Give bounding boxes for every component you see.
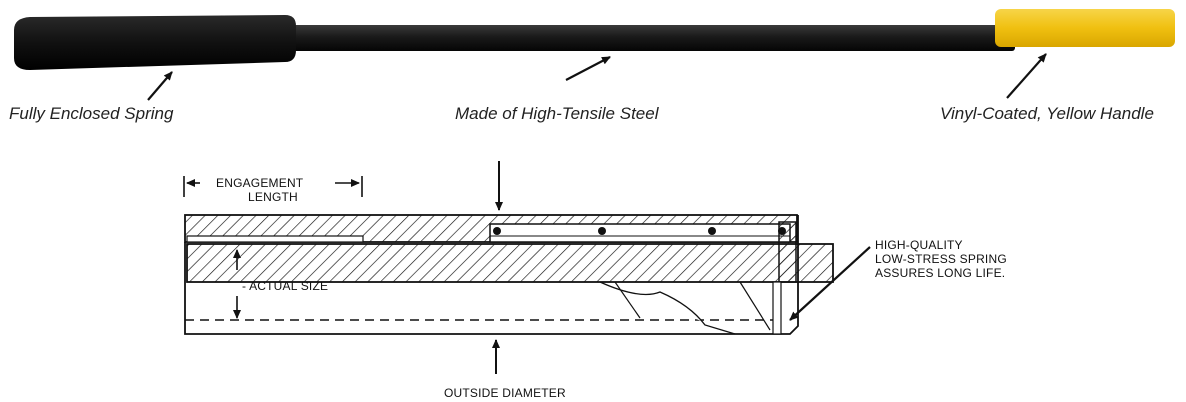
caption-enclosed-spring: Fully Enclosed Spring bbox=[9, 104, 174, 123]
yellow-handle bbox=[995, 9, 1175, 47]
cross-section-diagram bbox=[183, 161, 871, 374]
caption-yellow-handle: Vinyl-Coated, Yellow Handle bbox=[940, 104, 1154, 123]
label-outside-diameter: OUTSIDE DIAMETER bbox=[444, 386, 566, 400]
tool-grip bbox=[14, 15, 296, 70]
label-length: LENGTH bbox=[248, 190, 298, 204]
caption-high-tensile-steel: Made of High-Tensile Steel bbox=[455, 104, 659, 123]
steel-pointer-arrow bbox=[565, 56, 611, 81]
label-engagement: ENGAGEMENT bbox=[216, 176, 304, 190]
spring-pointer-arrow bbox=[147, 71, 173, 101]
tool-photo bbox=[14, 9, 1175, 101]
label-actual-size: - ACTUAL SIZE bbox=[242, 279, 329, 293]
spring-callout-arrow bbox=[789, 246, 871, 321]
tool-shaft bbox=[280, 25, 1015, 51]
label-spring-note: HIGH-QUALITY LOW-STRESS SPRING ASSURES L… bbox=[875, 238, 1007, 280]
handle-pointer-arrow bbox=[1006, 53, 1047, 99]
